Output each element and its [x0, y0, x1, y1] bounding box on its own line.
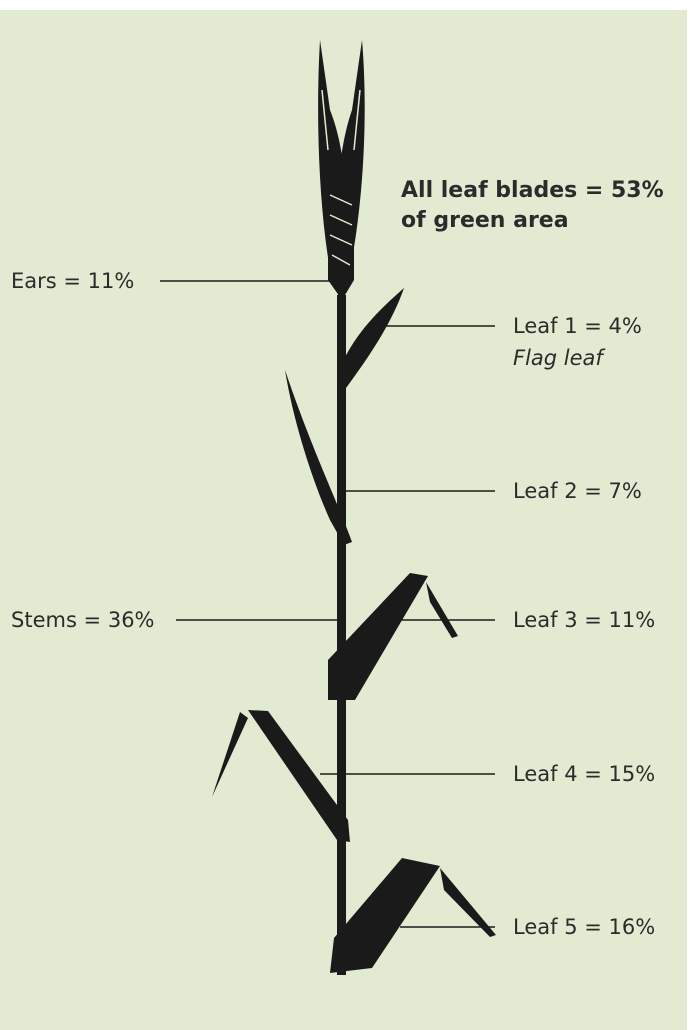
label-leaf-2: Leaf 2 = 7% — [513, 481, 642, 502]
summary-title-line-2: of green area — [401, 206, 664, 236]
leaf-4 — [212, 710, 350, 842]
wheat-plant-diagram — [0, 10, 687, 1030]
leaf-3 — [328, 573, 458, 700]
summary-title: All leaf blades = 53% of green area — [401, 176, 664, 236]
diagram-panel: All leaf blades = 53% of green area Ears… — [0, 10, 687, 1030]
label-flag-leaf: Flag leaf — [513, 348, 603, 369]
summary-title-line-1: All leaf blades = 53% — [401, 176, 664, 206]
label-leaf-4: Leaf 4 = 15% — [513, 764, 655, 785]
label-stems: Stems = 36% — [11, 610, 155, 631]
upper-stem — [339, 290, 344, 540]
leaf-1 — [337, 288, 404, 393]
label-ears: Ears = 11% — [11, 271, 134, 292]
label-leaf-1: Leaf 1 = 4% — [513, 316, 642, 337]
label-leaf-5: Leaf 5 = 16% — [513, 917, 655, 938]
leaf-5 — [330, 858, 496, 973]
label-leaf-3: Leaf 3 = 11% — [513, 610, 655, 631]
